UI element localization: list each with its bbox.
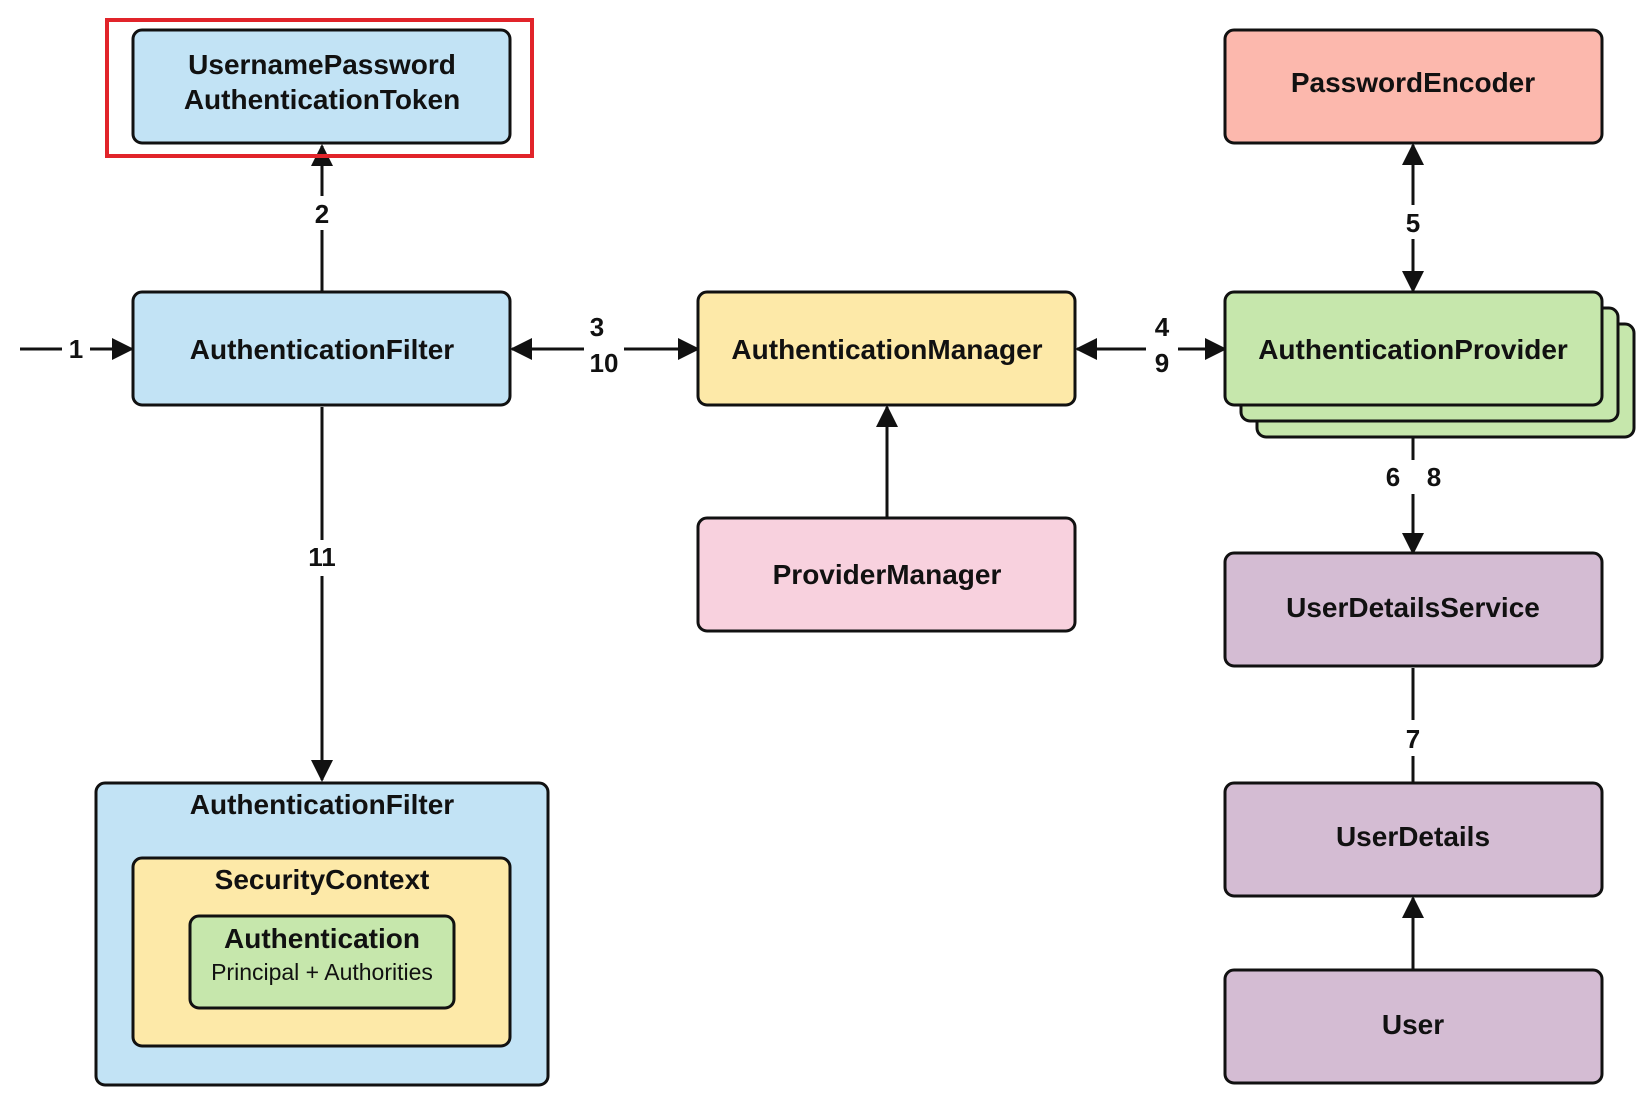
password-encoder-node: PasswordEncoder <box>1223 28 1604 145</box>
user-details-node: UserDetails <box>1223 781 1604 898</box>
edge-label-6: 6 <box>1386 462 1400 492</box>
edge-label-1: 1 <box>69 334 83 364</box>
user-node: User <box>1223 968 1604 1085</box>
edge-7: 7 <box>1396 668 1430 783</box>
edge-4-9: 4 9 <box>1075 310 1227 380</box>
username-password-authentication-token-node: UsernamePassword AuthenticationToken <box>131 28 512 145</box>
authentication-provider-label: AuthenticationProvider <box>1258 334 1568 365</box>
token-label-line1: UsernamePassword <box>188 49 456 80</box>
edge-label-10: 10 <box>590 348 619 378</box>
authentication-filter-node: AuthenticationFilter <box>131 290 512 407</box>
edge-5: 5 <box>1396 143 1430 293</box>
authentication-manager-label: AuthenticationManager <box>731 334 1042 365</box>
provider-manager-label: ProviderManager <box>773 559 1002 590</box>
provider-stack-front <box>1223 290 1604 407</box>
edge-label-4: 4 <box>1155 312 1170 342</box>
provider-manager-node: ProviderManager <box>696 516 1077 633</box>
edge-label-5: 5 <box>1406 208 1420 238</box>
user-details-service-label: UserDetailsService <box>1286 592 1540 623</box>
edge-label-3: 3 <box>590 312 604 342</box>
token-label-line2: AuthenticationToken <box>184 84 460 115</box>
edge-label-9: 9 <box>1155 348 1169 378</box>
password-encoder-label: PasswordEncoder <box>1291 67 1535 98</box>
authentication-filter-label: AuthenticationFilter <box>190 334 455 365</box>
authentication-label: Authentication <box>224 923 420 954</box>
edge-label-2: 2 <box>315 199 329 229</box>
authentication-provider-node: AuthenticationProvider <box>1223 290 1636 439</box>
user-details-label: UserDetails <box>1336 821 1490 852</box>
edge-label-11: 11 <box>308 542 336 572</box>
security-context-label: SecurityContext <box>215 864 430 895</box>
authentication-manager-node: AuthenticationManager <box>696 290 1077 407</box>
user-details-service-node: UserDetailsService <box>1223 551 1604 668</box>
edge-11: 11 <box>298 407 346 782</box>
edge-3-10: 3 10 <box>510 310 700 380</box>
highlight-box <box>105 18 534 158</box>
authentication-filter-result-label: AuthenticationFilter <box>190 789 455 820</box>
user-label: User <box>1382 1009 1444 1040</box>
authentication-detail-label: Principal + Authorities <box>211 959 433 985</box>
edge-1: 1 <box>20 333 134 365</box>
edge-label-7: 7 <box>1406 724 1420 754</box>
authentication-node: Authentication Principal + Authorities <box>188 914 456 1010</box>
edge-label-8: 8 <box>1427 462 1441 492</box>
edge-2: 2 <box>305 144 339 292</box>
